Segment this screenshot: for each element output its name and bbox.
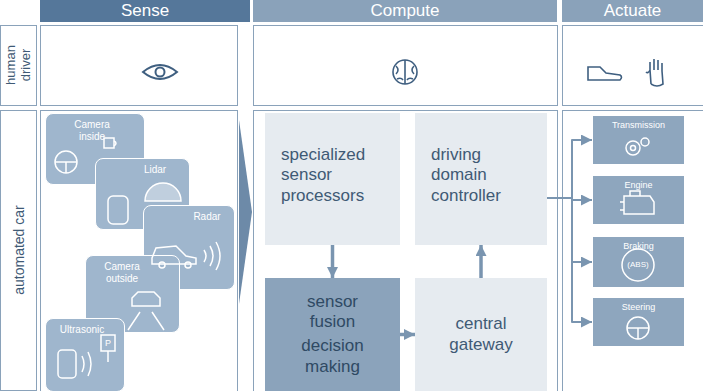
node-text: decision making: [285, 336, 380, 377]
brain-icon: [393, 60, 417, 84]
abs-label: (ABS): [623, 260, 653, 269]
node-text: sensor fusion: [285, 292, 380, 333]
node-text: Sense: [121, 1, 169, 21]
camera-inside-icon: [55, 138, 116, 173]
node-text: Lidar: [130, 164, 180, 176]
row-cell: [254, 111, 558, 391]
node-text: Actuate: [604, 1, 662, 21]
compute-box: sensor fusiondecision making: [265, 278, 400, 391]
row-cell: [563, 26, 703, 106]
row-cell: [254, 26, 558, 106]
node-text: Compute: [371, 1, 440, 21]
steering-icon: [627, 317, 649, 339]
node-text: Camera inside: [66, 119, 118, 142]
steering-icon: [627, 328, 649, 339]
brain-icon: [396, 60, 414, 84]
row-cell: [1, 26, 703, 391]
camera-outside-icon: [132, 292, 160, 306]
row-cell: [563, 111, 703, 391]
node-text: Transmission: [612, 120, 665, 130]
radar-icon: [152, 246, 196, 264]
brake-icon: [622, 249, 654, 281]
engine-icon: [620, 191, 654, 214]
gear-icon: [631, 146, 636, 151]
flow-arrow: [331, 245, 335, 278]
node-text: central gateway: [443, 314, 519, 355]
gear-icon: [641, 138, 649, 146]
flow-arrow: [400, 333, 415, 337]
node-text: Ultrasonic: [52, 324, 112, 336]
gear-icon: [626, 138, 649, 155]
hand-icon: [646, 59, 663, 86]
sensor-tile: Ultrasonic: [45, 318, 125, 391]
lidar-icon: [108, 183, 181, 224]
gear-icon: [626, 141, 640, 155]
camera-inside-icon: [55, 151, 77, 173]
camera-inside-icon: [114, 141, 116, 146]
column-header: Actuate: [562, 0, 703, 22]
row-cell: [1, 26, 37, 106]
actuator-tile: Transmission: [592, 115, 685, 165]
flow-chevron: [239, 120, 252, 304]
ultrasonic-icon: [101, 335, 115, 351]
steering-icon: [627, 317, 649, 339]
camera-inside-icon: [55, 162, 77, 173]
compute-box: specialized sensor processors: [265, 113, 400, 245]
eye-icon: [143, 65, 177, 79]
ultrasonic-icon: [107, 351, 109, 362]
ultrasonic-icon: [58, 335, 115, 378]
row-label: human driver: [4, 28, 34, 102]
row-label: automated car: [11, 140, 27, 360]
node-text: Radar: [182, 211, 232, 223]
column-header: Sense: [40, 0, 250, 22]
camera-inside-icon: [104, 138, 114, 148]
hand-icon: [646, 59, 663, 86]
radar-icon: [152, 242, 220, 270]
engine-icon: [620, 191, 654, 214]
radar-icon: [204, 242, 220, 270]
column-header: Compute: [253, 0, 557, 22]
node-text: Braking: [623, 241, 654, 251]
node-text: driving domain controller: [431, 145, 531, 206]
row-cell: [41, 26, 238, 106]
actuator-tile: Engine: [592, 175, 685, 225]
eye-icon: [143, 65, 177, 79]
node-text: Camera outside: [96, 261, 148, 284]
node-text: Steering: [622, 302, 656, 312]
foot-icon: [588, 67, 622, 80]
brain-icon: [393, 60, 417, 84]
row-cell: [1, 111, 37, 391]
eye-icon: [156, 68, 165, 77]
flow-arrow: [547, 198, 592, 322]
ultrasonic-icon: [82, 352, 91, 376]
actuator-tile: Steering: [592, 297, 685, 347]
ultrasonic-icon: [58, 350, 76, 378]
camera-outside-icon: [128, 292, 164, 330]
lidar-icon: [145, 183, 181, 201]
camera-outside-icon: [128, 312, 164, 330]
radar-icon: [185, 262, 191, 268]
radar-icon: [159, 262, 165, 268]
flow-arrow: [547, 198, 592, 200]
compute-box: central gateway: [415, 278, 547, 391]
row-cell: [41, 111, 238, 391]
lidar-icon: [108, 196, 128, 224]
compute-box: driving domain controller: [415, 113, 547, 245]
node-text: Engine: [624, 180, 652, 190]
brake-icon: [622, 249, 654, 281]
foot-icon: [588, 67, 622, 80]
parking-sign: P: [102, 338, 114, 348]
node-text: specialized sensor processors: [281, 145, 384, 206]
flow-arrow: [479, 245, 483, 278]
flow-arrow: [547, 198, 592, 262]
flow-arrow: [547, 140, 592, 198]
